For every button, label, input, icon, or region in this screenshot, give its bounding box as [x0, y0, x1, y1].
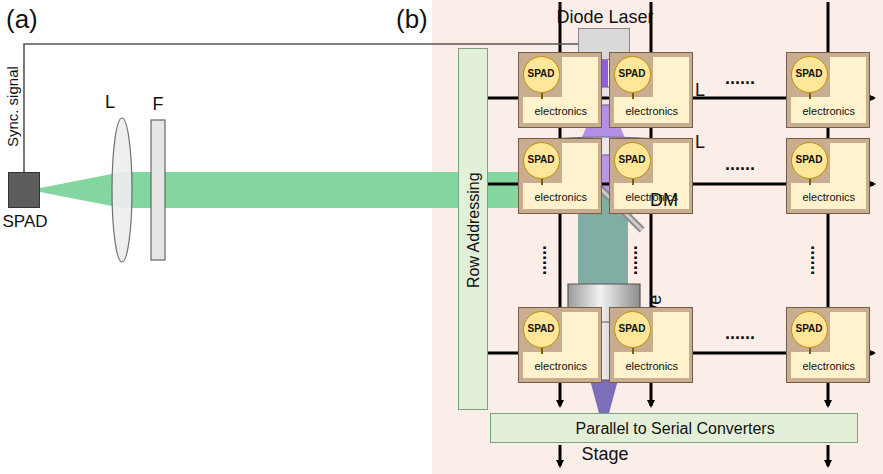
- part-label: F: [153, 94, 164, 115]
- spad-circle: SPAD: [791, 56, 828, 93]
- part-label: L: [695, 80, 705, 101]
- node-label: Parallel to Serial Converters: [576, 420, 775, 438]
- spad-circle: SPAD: [523, 311, 560, 348]
- electronics-label: electronics: [626, 105, 679, 118]
- electronics-label: electronics: [803, 191, 856, 204]
- spad-circle: SPAD: [614, 311, 651, 348]
- spad-wire: [809, 348, 811, 354]
- node-label: Row Addressing: [465, 172, 483, 288]
- spad-wire: [632, 179, 634, 185]
- ellipsis-dots: ......: [621, 245, 642, 275]
- spad-label: SPAD: [796, 154, 823, 166]
- spad-wire: [632, 93, 634, 99]
- pixel-cell: electronics SPAD: [786, 52, 870, 128]
- spad-label: SPAD: [528, 323, 555, 335]
- spad-label: SPAD: [619, 323, 646, 335]
- spad-label: SPAD: [528, 154, 555, 166]
- node-label: Stage: [582, 444, 629, 465]
- pixel-cell: electronics SPAD: [518, 307, 602, 383]
- pixel-cell: electronics SPAD: [786, 138, 870, 214]
- part-label: (b): [396, 5, 428, 35]
- ellipsis-dots: ......: [725, 68, 755, 89]
- spad-label: SPAD: [796, 323, 823, 335]
- node-label: SPAD: [3, 212, 48, 232]
- part-label: (a): [6, 5, 38, 35]
- ellipsis-dots: ......: [530, 245, 551, 275]
- part-label: DM: [650, 190, 678, 211]
- ellipsis-dots: ......: [725, 323, 755, 344]
- spad-circle: SPAD: [614, 142, 651, 179]
- part-label: L: [695, 132, 705, 153]
- spad-label: SPAD: [796, 68, 823, 80]
- pixel-cell: electronics SPAD: [786, 307, 870, 383]
- edge-label: Sync. signal: [3, 66, 20, 147]
- spad-wire: [809, 93, 811, 99]
- electronics-label: electronics: [535, 191, 588, 204]
- spad-wire: [541, 179, 543, 185]
- electronics-label: electronics: [803, 105, 856, 118]
- spad-wire: [541, 93, 543, 99]
- spad-wire: [809, 179, 811, 185]
- spad-circle: SPAD: [523, 142, 560, 179]
- pixel-cell: electronics SPAD: [518, 52, 602, 128]
- electronics-label: electronics: [535, 360, 588, 373]
- electronics-label: electronics: [535, 105, 588, 118]
- spad-label: SPAD: [528, 68, 555, 80]
- spad-circle: SPAD: [791, 142, 828, 179]
- part-label: L: [105, 92, 115, 113]
- spad-circle: SPAD: [523, 56, 560, 93]
- ellipsis-dots: ......: [725, 154, 755, 175]
- spad-detector: SPAD: [8, 172, 40, 208]
- pixel-cell: electronics SPAD: [518, 138, 602, 214]
- electronics-label: electronics: [803, 360, 856, 373]
- spad-wire: [632, 348, 634, 354]
- serial-output: [559, 445, 562, 466]
- spad-circle: SPAD: [791, 311, 828, 348]
- filter: [151, 120, 165, 260]
- serial-output: [827, 445, 830, 466]
- converter-band: Parallel to Serial Converters: [490, 413, 858, 443]
- emission-beam: [40, 172, 122, 208]
- sync-wire: [24, 44, 578, 172]
- row-addressing-band: Row Addressing: [458, 48, 488, 410]
- pixel-cell: electronics SPAD: [609, 307, 693, 383]
- spad-wire: [541, 348, 543, 354]
- lens: [112, 118, 132, 262]
- electronics-label: electronics: [626, 360, 679, 373]
- panel-background: [432, 0, 883, 474]
- ellipsis-dots: ......: [798, 245, 819, 275]
- spad-circle: SPAD: [614, 56, 651, 93]
- spad-label: SPAD: [619, 154, 646, 166]
- spad-label: SPAD: [619, 68, 646, 80]
- pixel-cell: electronics SPAD: [609, 52, 693, 128]
- node-label: Diode Laser: [557, 7, 654, 28]
